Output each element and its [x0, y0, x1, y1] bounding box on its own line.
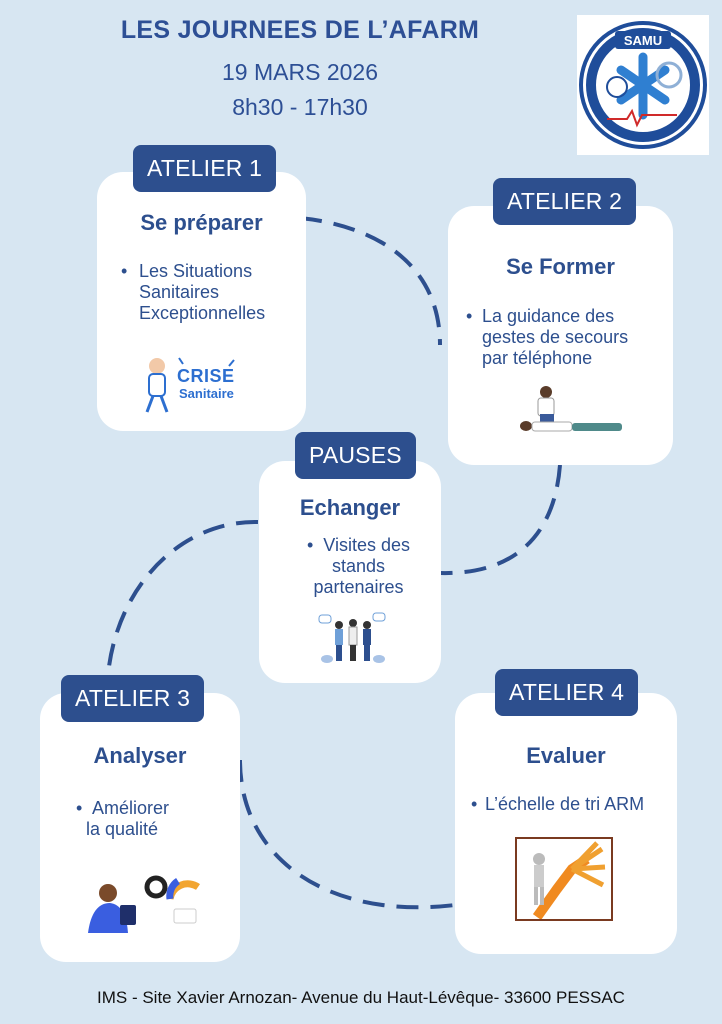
atelier-1-card: Se préparer • Les Situations Sanitaires …: [97, 172, 306, 431]
atelier-3-bullet: • Améliorer la qualité: [76, 798, 170, 839]
atelier-1-badge: ATELIER 1: [133, 145, 277, 192]
atelier-2-card: Se Former • La guidance des gestes de se…: [448, 206, 673, 465]
crise-sanitaire-image: CRISE Sanitaire: [139, 352, 249, 417]
pauses-badge: PAUSES: [295, 432, 416, 479]
atelier-1-bullet: • Les Situations Sanitaires Exceptionnel…: [121, 261, 266, 323]
atelier-1-title: Se préparer: [140, 210, 263, 235]
event-date: 19 MARS 2026: [222, 59, 378, 85]
logo-text: SAMU: [624, 33, 662, 48]
atelier-4-title: Evaluer: [526, 743, 606, 768]
triage-image: [515, 837, 613, 921]
pauses-bullet-dot: •: [306, 535, 324, 555]
pauses-title: Echanger: [299, 495, 401, 520]
atelier-2-bullet: • La guidance des gestes de secours par …: [466, 306, 629, 368]
atelier-2-title: Se Former: [506, 254, 615, 279]
event-hours: 8h30 - 17h30: [232, 94, 368, 120]
crise-text: CRISE: [177, 366, 235, 386]
venue-address: IMS - Site Xavier Arnozan- Avenue du Hau…: [97, 988, 625, 1007]
atelier-4-bullet: • L’échelle de tri ARM: [471, 794, 645, 814]
atelier-3-title: Analyser: [93, 743, 187, 768]
cpr-image: [518, 384, 628, 439]
atelier-3-card: Analyser • Améliorer la qualité: [40, 693, 240, 962]
atelier-4-card: Evaluer • L’échelle de tri ARM: [455, 693, 677, 954]
header: LES JOURNEES DE L’AFARM 19 MARS 2026 8h3…: [60, 16, 540, 121]
pauses-bullet: • Visites des stands partenaires: [306, 535, 411, 597]
analysis-image: [78, 873, 203, 935]
event-title: LES JOURNEES DE L’AFARM: [120, 16, 480, 44]
samu-logo: SAMU: [577, 15, 709, 155]
pauses-card: Echanger • Visites des stands partenaire…: [259, 461, 441, 683]
sanitaire-text: Sanitaire: [179, 386, 234, 401]
atelier-2-badge: ATELIER 2: [493, 178, 637, 225]
atelier-3-badge: ATELIER 3: [61, 675, 205, 722]
atelier-4-badge: ATELIER 4: [495, 669, 639, 716]
partners-image: [317, 609, 389, 667]
